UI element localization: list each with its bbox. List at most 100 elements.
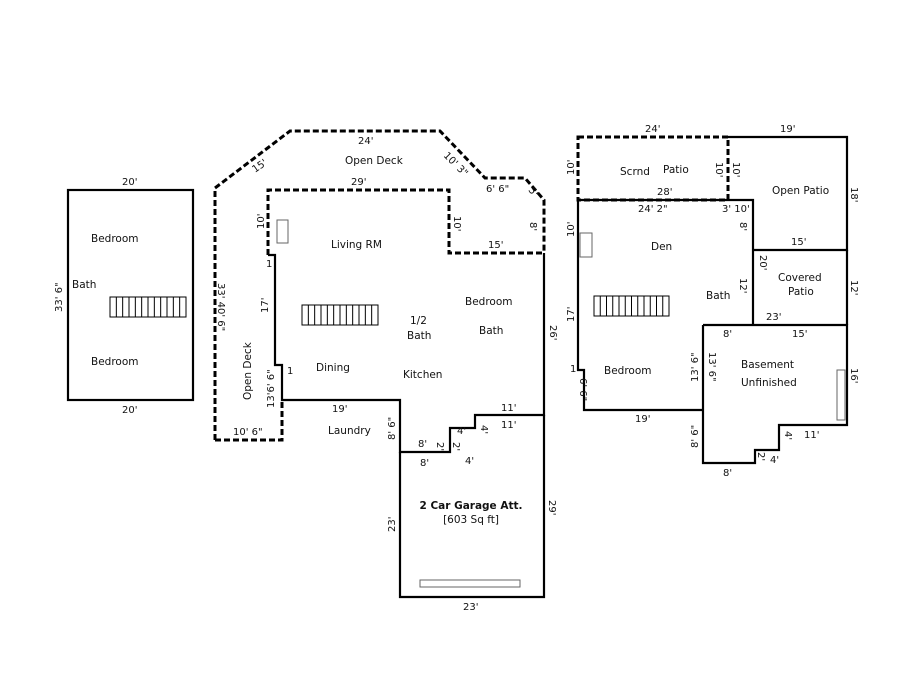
dimension-label: 20' [757, 255, 768, 270]
dimension-label: 26' [547, 325, 558, 340]
room-label: Bath [72, 279, 96, 291]
room-label: Unfinished [741, 377, 797, 389]
garage-door-icon [419, 579, 521, 588]
dimension-label: 1 [570, 364, 576, 375]
dimension-label: 10' [566, 160, 577, 175]
dimension-label: 6' 6" [577, 378, 588, 401]
dimension-label: 10' 6" [233, 427, 263, 438]
fireplace-icon [276, 219, 289, 244]
room-label: Patio [788, 286, 814, 298]
dimension-label: 11' [501, 403, 516, 414]
main-house: Open Deck Living RM Bedroom 1/2 Bath Bat… [213, 129, 558, 469]
room-label: 1/2 [410, 315, 427, 327]
dimension-label: 23' [766, 312, 781, 323]
room-label: Den [651, 241, 672, 253]
dimension-label: 29' [546, 500, 557, 515]
dimension-label: 17' [566, 307, 577, 322]
stairs-icon [301, 304, 379, 326]
dimension-label: 12' [848, 280, 859, 295]
dimension-label: 17' [260, 298, 271, 313]
dimension-label: 1 [266, 259, 272, 270]
dimension-label: 19' [332, 404, 347, 415]
dimension-label: 4' [457, 426, 466, 437]
dimension-label: 8' 6" [387, 417, 398, 440]
dimension-label: 1 [287, 366, 293, 377]
dimension-label: 24' 2" [638, 204, 668, 215]
dimension-label: 8' [723, 329, 732, 340]
basement-walls [701, 323, 849, 465]
stairs-icon [593, 295, 670, 317]
dimension-label: 23' [463, 602, 478, 613]
dimension-label: 10' [566, 222, 577, 237]
room-label: Covered [778, 272, 822, 284]
dimension-label: 6' 6" [486, 184, 509, 195]
right-plan: Scrnd Patio Open Patio Den Bath Covered … [566, 124, 859, 479]
open-patio-walls [728, 135, 849, 252]
dimension-label: 4' [770, 455, 779, 466]
garage-walls [398, 415, 546, 599]
left-unit: Bedroom Bath Bedroom 20' 20' 33' 6" [54, 177, 195, 416]
garage: 2 Car Garage Att. [603 Sq ft] 23' 29' 23… [387, 415, 557, 613]
dimension-label: 5' [526, 185, 540, 199]
room-label: Patio [663, 164, 689, 176]
room-label: Dining [316, 362, 350, 374]
room-label: Bath [706, 290, 730, 302]
dimension-label: 15' [791, 237, 806, 248]
dimension-label: 4' [465, 456, 474, 467]
dimension-label: 11' [501, 420, 516, 431]
room-label: Bedroom [91, 356, 139, 368]
dimension-label: 23' [387, 517, 398, 532]
dimension-label: 15' [792, 329, 807, 340]
dimension-label: 29' [351, 177, 366, 188]
room-label: Scrnd [620, 166, 650, 178]
room-label: Bath [407, 330, 431, 342]
dimension-label: 10' [713, 162, 724, 177]
dimension-label: 3' 10' [722, 204, 750, 215]
fireplace-icon [579, 232, 593, 258]
dimension-label: 11' [804, 430, 819, 441]
room-label: Bath [479, 325, 503, 337]
deck-house-wall [266, 188, 544, 255]
room-label: Kitchen [403, 369, 442, 381]
dimension-label: 2' [434, 442, 445, 451]
dimension-label: 10' [730, 162, 741, 177]
room-label: Bedroom [465, 296, 513, 308]
dimension-label: 13' 6" [706, 352, 717, 382]
dimension-label: 8' [737, 222, 748, 231]
dimension-label: 12' [737, 278, 748, 293]
dimension-label: 20' [122, 177, 137, 188]
dimension-label: 4' [478, 425, 489, 434]
room-label: Open Deck [345, 155, 404, 167]
room-label: Living RM [331, 239, 382, 251]
dimension-label: 19' [635, 414, 650, 425]
dimension-label: 8' [418, 439, 427, 450]
dimension-label: 10' [256, 214, 267, 229]
dimension-label: 2' [450, 442, 461, 451]
window-icon [836, 369, 846, 421]
dimension-label: 18' [848, 187, 859, 202]
dimension-label: 15' [488, 240, 503, 251]
room-label: Open Deck [242, 341, 254, 400]
dimension-label: 13'6' 6" [266, 369, 277, 408]
dimension-label: 16' [848, 368, 859, 383]
garage-title: 2 Car Garage Att. [419, 500, 522, 512]
room-label: Bedroom [91, 233, 139, 245]
garage-area: [603 Sq ft] [443, 514, 499, 526]
dimension-label: 33' 6" [54, 282, 65, 312]
dimension-label: 10' [451, 216, 462, 231]
room-label: Bedroom [604, 365, 652, 377]
screened-patio-outline [576, 135, 730, 202]
stairs-icon [109, 296, 187, 318]
dimension-label: 33' 40' 6" [215, 283, 226, 331]
dimension-label: 24' [645, 124, 660, 135]
open-deck-outline [215, 400, 284, 442]
dimension-label: 8' [723, 468, 732, 479]
den-walls [578, 198, 755, 250]
dimension-label: 8' 6" [690, 425, 701, 448]
room-label: Open Patio [772, 185, 829, 197]
dimension-label: 8' [527, 222, 538, 231]
dimension-label: 24' [358, 136, 373, 147]
dimension-label: 4' [782, 431, 793, 440]
dimension-label: 2' [755, 452, 766, 461]
